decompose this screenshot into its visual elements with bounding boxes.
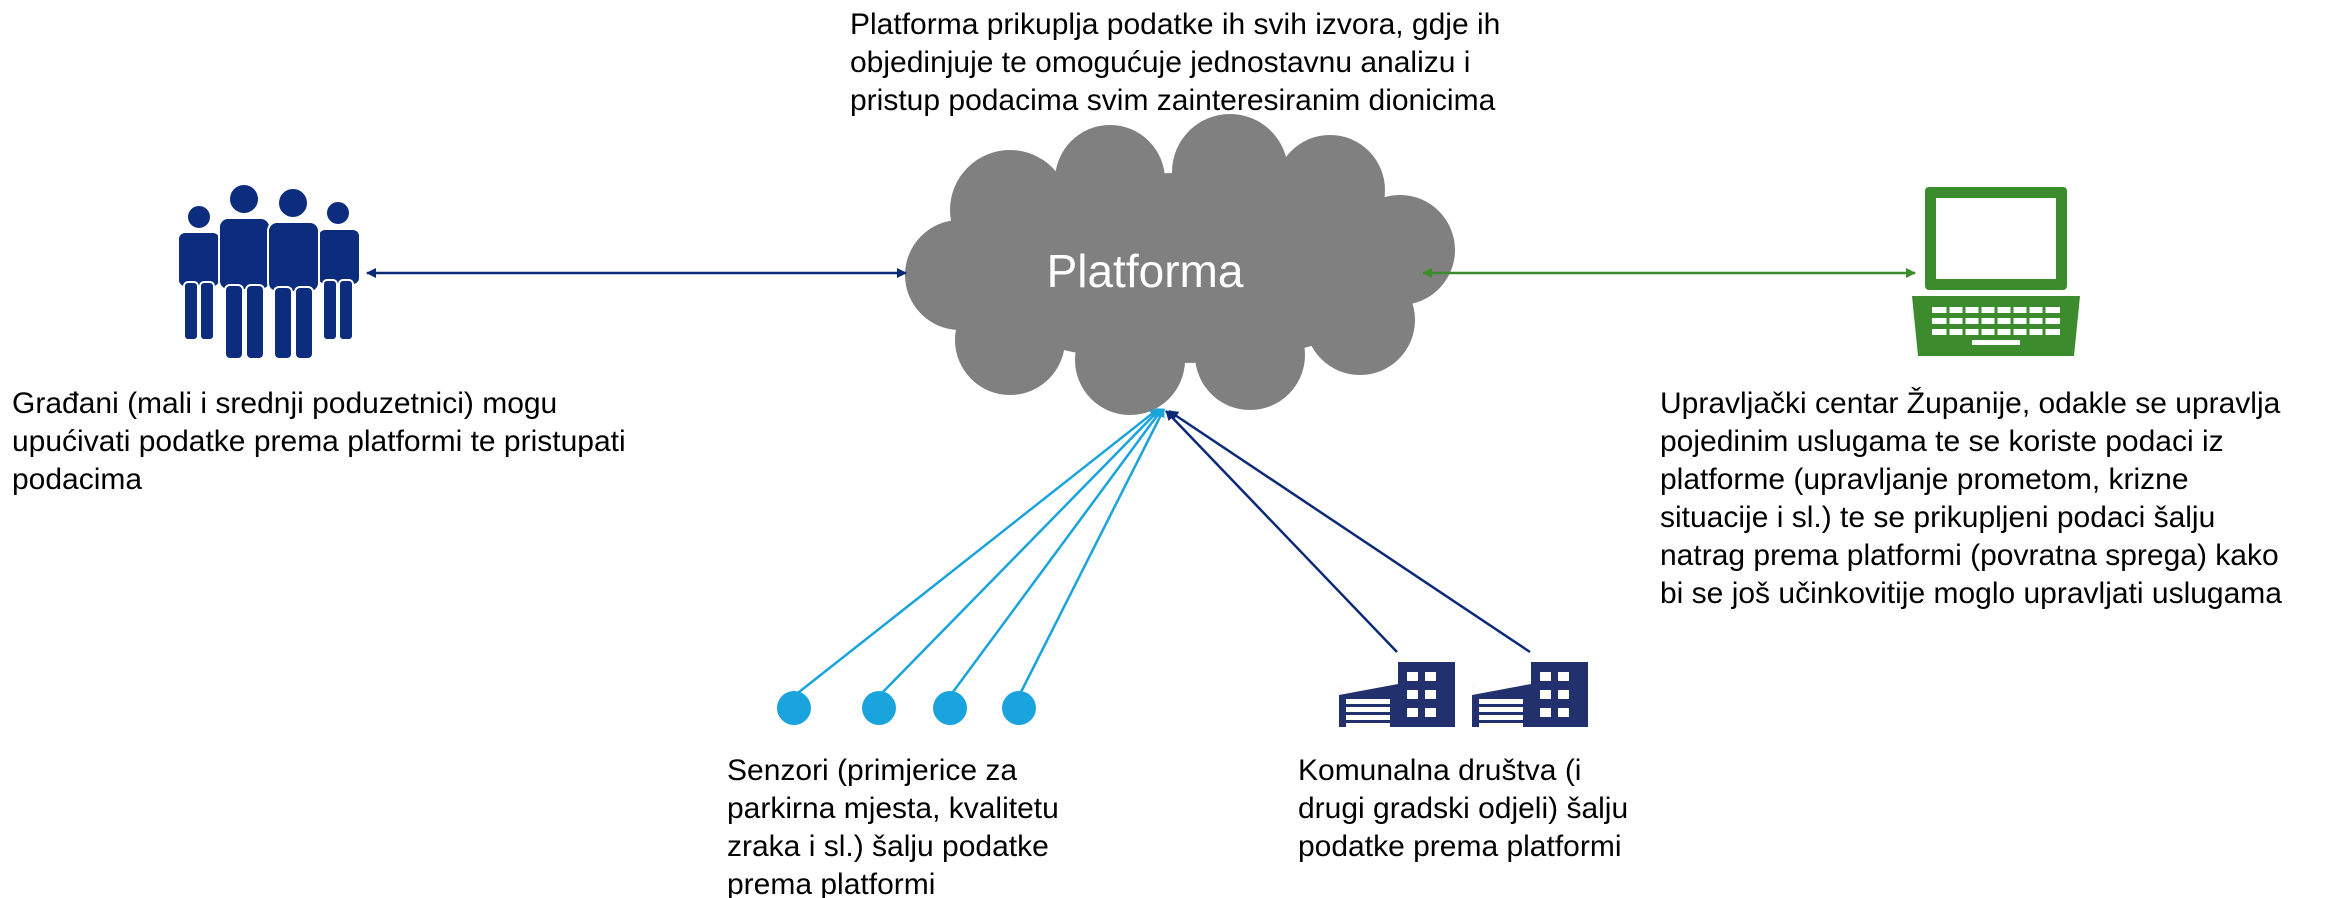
people-group-icon (177, 183, 361, 360)
factory-building-icon (1472, 662, 1588, 727)
laptop-icon (1912, 187, 2080, 356)
citizens-description: Građani (mali i srednji poduzetnici) mog… (12, 387, 626, 496)
sensor-arrow (948, 408, 1164, 697)
sensor-arrow (878, 408, 1161, 697)
utilities-description: Komunalna društva (i drugi gradski odjel… (1298, 754, 1629, 863)
sensor-dot-icon (933, 691, 967, 725)
sensor-dot-icon (862, 691, 896, 725)
sensor-dot-icon (777, 691, 811, 725)
utility-arrow (1165, 410, 1398, 653)
sensor-arrow (1017, 408, 1166, 697)
utility-arrow (1168, 409, 1531, 654)
sensor-dot-group (777, 691, 1036, 725)
sensor-dot-icon (1002, 691, 1036, 725)
platform-description: Platforma prikuplja podatke ih svih izvo… (850, 8, 1501, 117)
platform-cloud: Platforma (905, 114, 1455, 415)
control-center-description: Upravljački centar Županije, odakle se u… (1660, 387, 2282, 610)
sensor-arrow (793, 408, 1159, 697)
sensors-description: Senzori (primjerice za parkirna mjesta, … (727, 754, 1059, 898)
platform-label: Platforma (1047, 245, 1244, 297)
factory-building-icon (1339, 662, 1455, 727)
